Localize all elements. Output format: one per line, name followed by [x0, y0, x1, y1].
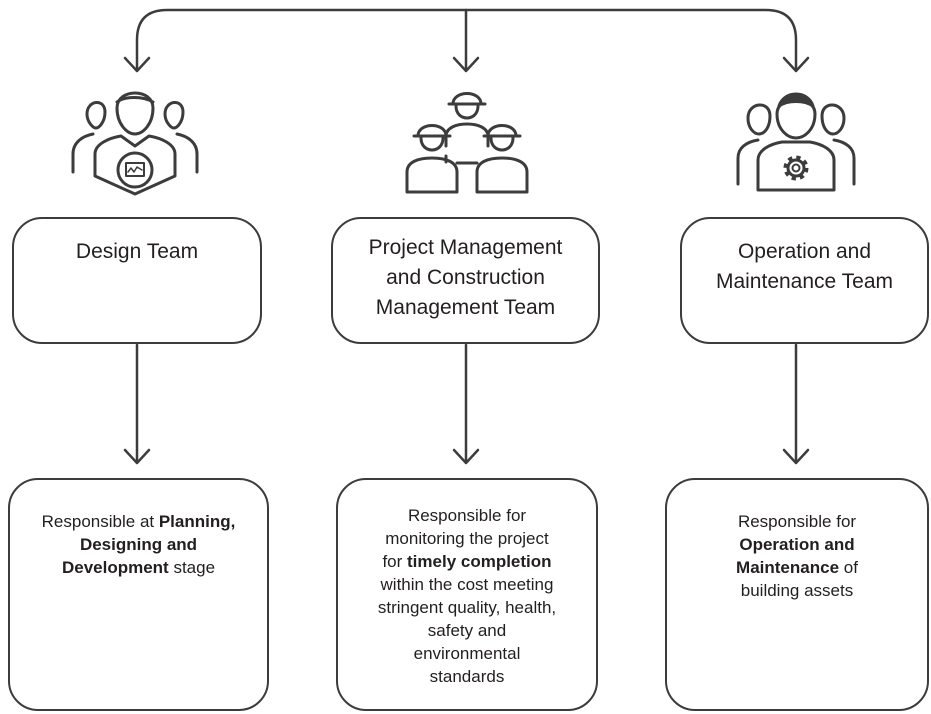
team-name-design: Design Team — [75, 240, 199, 263]
team-name-maintenance: Operation and Maintenance Team — [715, 240, 894, 293]
construction-responsibility-box: Responsible for monitoring the project f… — [336, 478, 598, 711]
arrowhead-top-right — [782, 56, 810, 73]
arrowhead-middle — [452, 448, 480, 465]
responsibility-construction: Responsible for monitoring the project f… — [377, 504, 557, 688]
responsibility-suffix: stage — [168, 558, 216, 577]
design-responsibility-box: Responsible at Planning, Designing and D… — [8, 478, 269, 711]
responsibility-highlight: Planning, Designing and Development — [61, 512, 236, 577]
maintenance-team-box: Operation and Maintenance Team — [680, 217, 929, 344]
arrowhead-top-middle — [452, 56, 480, 73]
responsibility-highlight: Operation and Maintenance — [736, 535, 855, 577]
responsibility-suffix: within the cost meeting stringent qualit… — [377, 575, 557, 686]
maintenance-team-icon — [736, 92, 856, 192]
construction-team-icon — [405, 92, 529, 194]
construction-team-box: Project Management and Construction Mana… — [331, 217, 600, 344]
maintenance-responsibility-box: Responsible for Operation and Maintenanc… — [665, 478, 929, 711]
team-name-construction: Project Management and Construction Mana… — [368, 236, 563, 319]
responsibility-suffix: of building assets — [740, 558, 858, 600]
responsibility-maintenance: Responsible for Operation and Maintenanc… — [705, 510, 890, 602]
design-team-box: Design Team — [12, 217, 262, 344]
arrowhead-right — [782, 448, 810, 465]
responsibility-prefix: Responsible for — [737, 512, 857, 531]
arrowhead-left — [123, 448, 151, 465]
responsibility-prefix: Responsible at — [41, 512, 159, 531]
design-team-icon — [71, 91, 199, 196]
arrowhead-top-left — [123, 56, 151, 73]
responsibility-design: Responsible at Planning, Designing and D… — [34, 510, 244, 579]
responsibility-prefix: Responsible for monitoring the project f… — [382, 506, 549, 571]
responsibility-highlight: timely completion — [407, 552, 552, 571]
